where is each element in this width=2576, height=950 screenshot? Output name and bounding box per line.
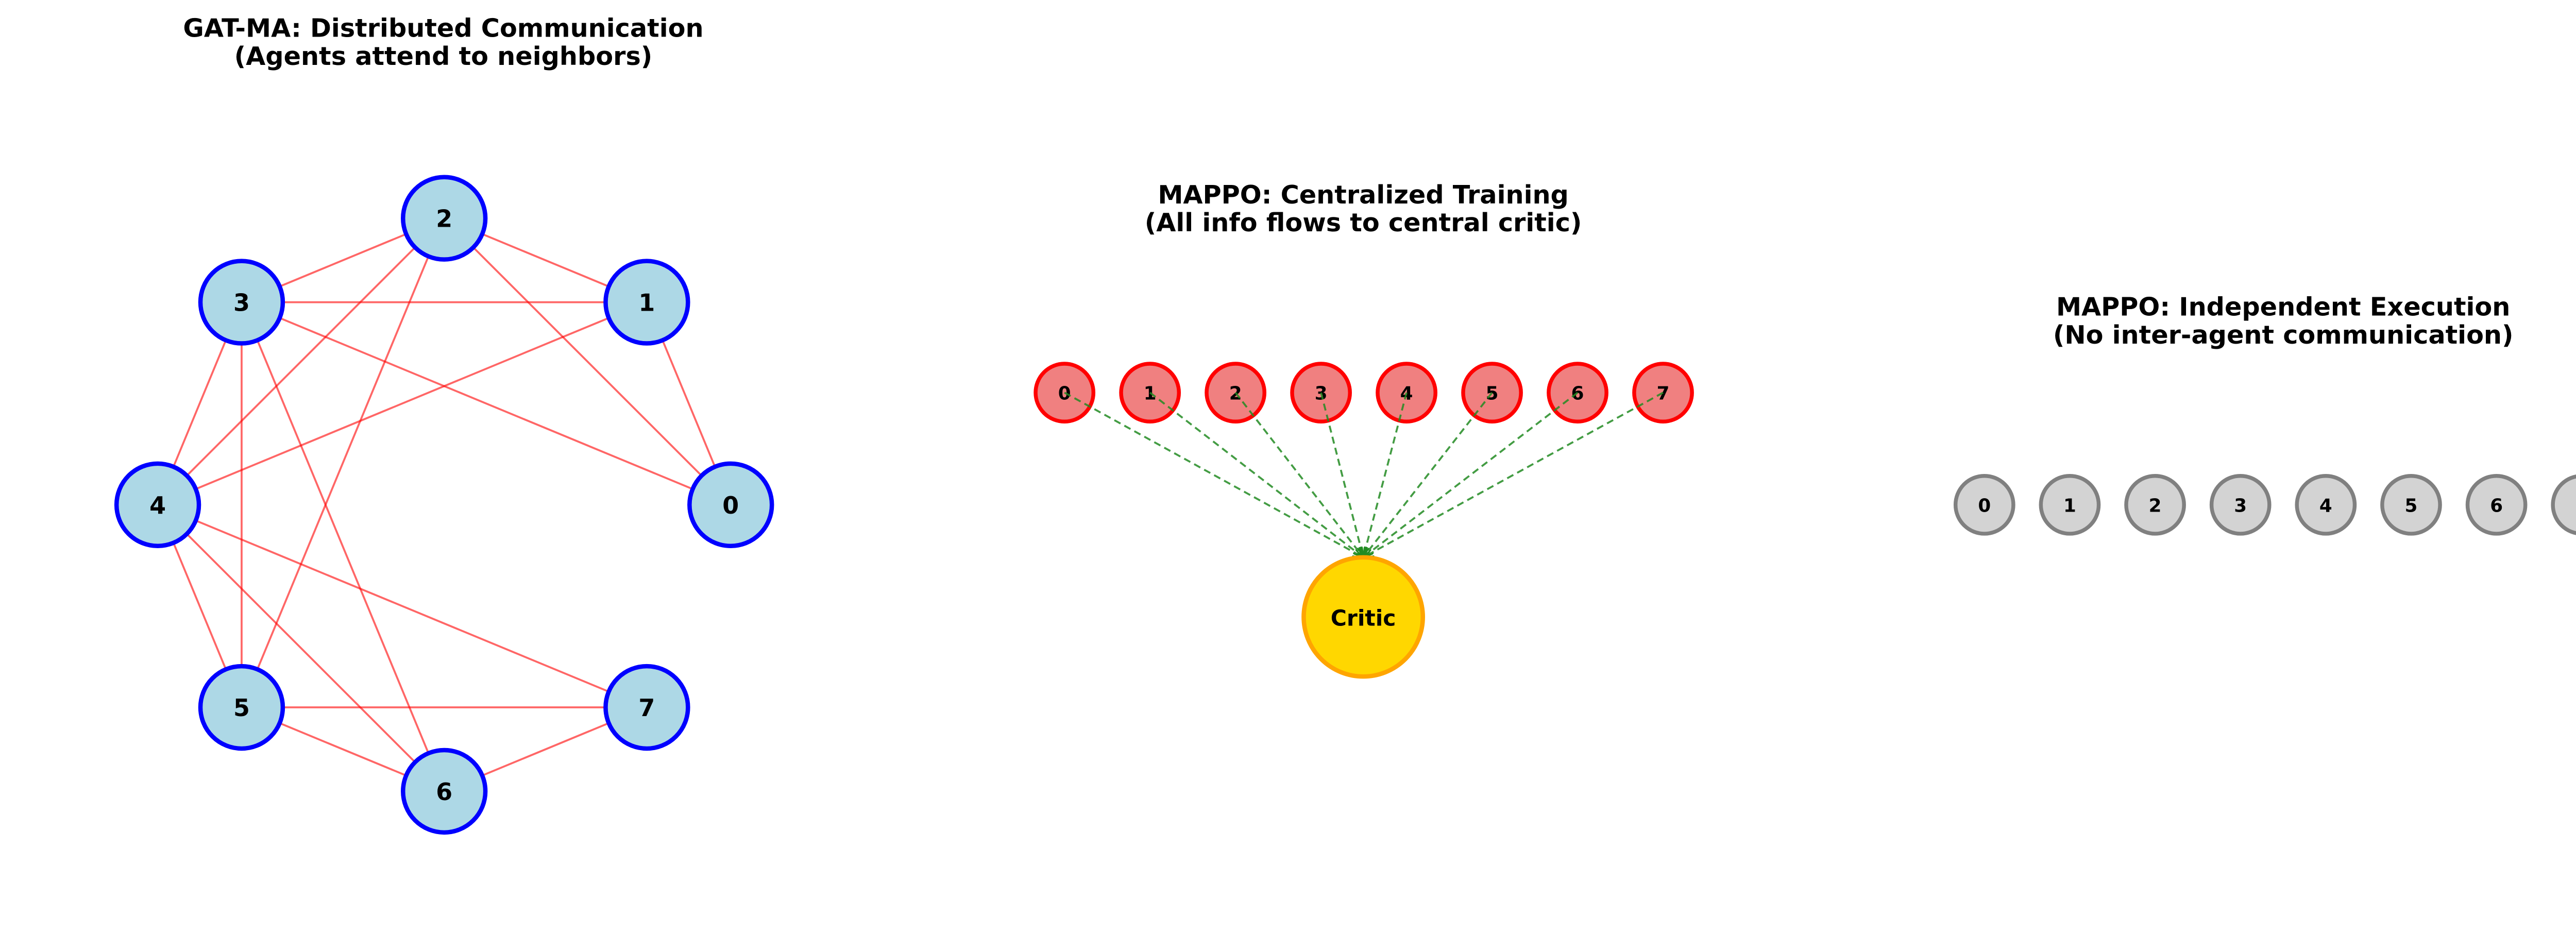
info-flow-arrow-7 <box>1363 392 1664 557</box>
gat-panel: GAT-MA: Distributed Communication (Agent… <box>114 13 774 835</box>
mappo-exec-panel: MAPPO: Independent Execution (No inter-a… <box>1953 292 2576 536</box>
gat-node-6: 6 <box>401 748 488 835</box>
exec-agent-1: 1 <box>2039 473 2101 536</box>
exec-agent-label: 6 <box>2490 495 2503 516</box>
exec-agent-3: 3 <box>2209 473 2272 536</box>
mappo-train-title-line2: (All info flows to central critic) <box>1145 208 1582 237</box>
info-flow-arrow-5 <box>1363 392 1493 557</box>
gat-node-label: 6 <box>436 778 452 806</box>
gat-edge-4-7 <box>157 504 648 708</box>
gat-node-label: 3 <box>233 289 250 317</box>
exec-agent-label: 5 <box>2405 495 2418 516</box>
train-agent-0: 0 <box>1033 362 1096 424</box>
exec-agent-4: 4 <box>2295 473 2357 536</box>
exec-agent-7: 7 <box>2551 474 2576 535</box>
gat-node-0: 0 <box>687 461 774 548</box>
info-flow-arrow-3 <box>1320 392 1363 557</box>
exec-agent-label: 1 <box>2063 495 2076 516</box>
gat-node-label: 5 <box>233 694 250 722</box>
gat-node-1: 1 <box>603 259 690 346</box>
gat-node-label: 4 <box>149 491 166 519</box>
gat-edge-3-0 <box>241 301 731 506</box>
exec-agent-label: 0 <box>1978 495 1991 516</box>
critic-node: Critic <box>1301 555 1425 679</box>
critic-label: Critic <box>1331 606 1396 631</box>
exec-agent-label: 7 <box>2575 495 2576 516</box>
gat-node-5: 5 <box>198 664 285 751</box>
exec-agent-0: 0 <box>1953 473 2015 536</box>
gat-edge-1-4 <box>157 301 648 506</box>
gat-node-label: 2 <box>436 205 452 233</box>
exec-agent-2: 2 <box>2124 473 2186 536</box>
exec-agent-label: 2 <box>2149 495 2162 516</box>
mappo-train-title-line1: MAPPO: Centralized Training <box>1158 180 1569 210</box>
gat-edge-2-0 <box>443 217 732 506</box>
info-flow-arrow-4 <box>1363 392 1408 557</box>
gat-title-line1: GAT-MA: Distributed Communication <box>183 13 703 43</box>
exec-agent-6: 6 <box>2465 473 2528 536</box>
info-flow-arrow-2 <box>1234 392 1363 557</box>
mappo-exec-title-line1: MAPPO: Independent Execution <box>2056 292 2510 321</box>
exec-agent-label: 3 <box>2234 495 2247 516</box>
mappo-exec-title-line2: (No inter-agent communication) <box>2053 320 2514 350</box>
exec-agent-label: 4 <box>2319 495 2332 516</box>
gat-node-3: 3 <box>198 259 285 346</box>
gat-node-label: 0 <box>722 491 739 519</box>
gat-node-2: 2 <box>401 175 488 262</box>
train-agent-5: 5 <box>1461 362 1523 424</box>
gat-node-4: 4 <box>114 461 201 548</box>
gat-edge-3-6 <box>241 301 445 792</box>
gat-edge-4-6 <box>157 504 445 792</box>
gat-node-7: 7 <box>603 664 690 751</box>
gat-node-label: 1 <box>638 289 655 317</box>
gat-edge-2-5 <box>241 218 445 708</box>
gat-node-label: 7 <box>638 694 655 722</box>
mappo-train-panel: MAPPO: Centralized Training (All info fl… <box>1033 180 1694 679</box>
gat-edge-2-4 <box>157 217 445 506</box>
exec-agent-5: 5 <box>2380 473 2442 536</box>
gat-title-line2: (Agents attend to neighbors) <box>234 41 653 71</box>
